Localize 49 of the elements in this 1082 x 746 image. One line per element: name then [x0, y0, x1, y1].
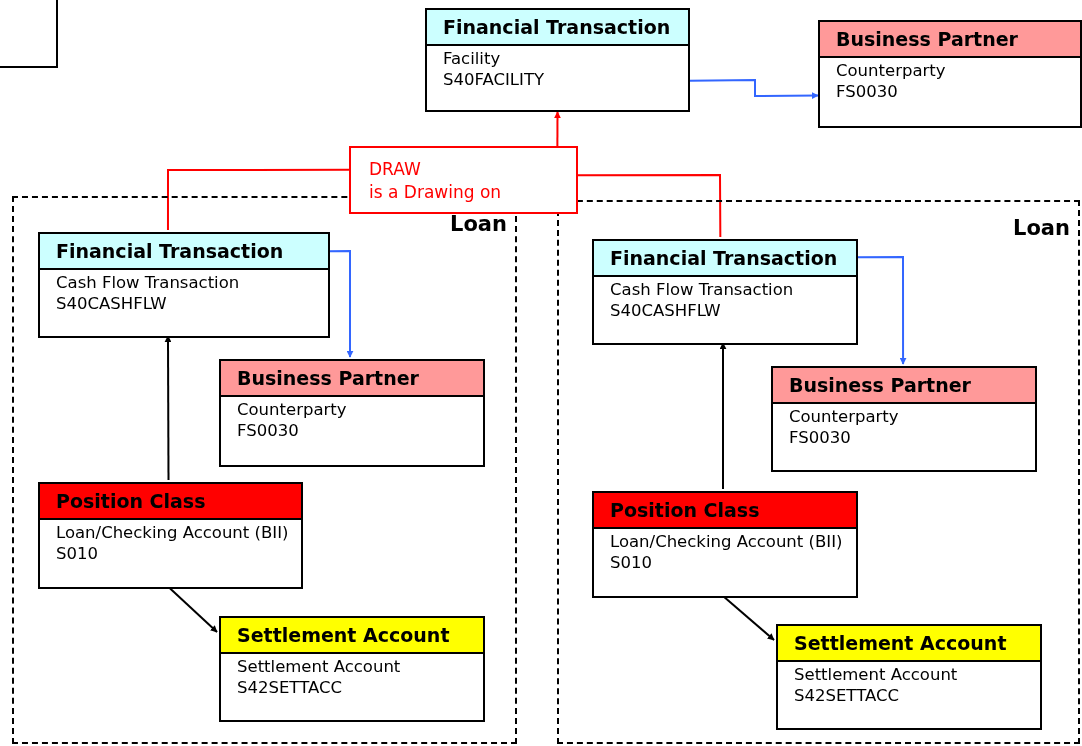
entity-detail: Settlement Account: [237, 656, 402, 678]
dashed-group-frame: [557, 200, 1080, 744]
entity-card: [592, 491, 858, 598]
entity-detail: Loan/Checking Account (BII): [610, 531, 844, 553]
entity-detail: FS0030: [836, 81, 899, 103]
entity-detail: S42SETTACC: [794, 685, 900, 707]
relationship-label: DRAW: [369, 158, 421, 181]
entity-detail: Counterparty: [789, 406, 900, 428]
entity-header: Position Class: [40, 484, 301, 520]
entity-header: Settlement Account: [221, 618, 483, 654]
entity-detail: FS0030: [789, 427, 852, 449]
relationship-box: [349, 146, 578, 214]
entity-card: [38, 232, 330, 338]
entity-detail: Cash Flow Transaction: [56, 272, 241, 294]
entity-card: [592, 239, 858, 345]
entity-detail: Counterparty: [836, 60, 947, 82]
relationship-label: is a Drawing on: [369, 180, 502, 204]
entity-detail: S40FACILITY: [443, 69, 546, 91]
group-title: Loan: [1013, 215, 1070, 242]
entity-detail: S40CASHFLW: [56, 293, 168, 315]
entity-detail: S42SETTACC: [237, 677, 343, 699]
entity-detail: S40CASHFLW: [610, 300, 722, 322]
entity-card: [425, 8, 690, 112]
entity-detail: Counterparty: [237, 399, 348, 421]
entity-card: [776, 624, 1042, 730]
entity-header: Financial Transaction: [594, 241, 856, 277]
group-title: Loan: [450, 211, 507, 238]
entity-header: Financial Transaction: [427, 10, 688, 46]
entity-card: [771, 366, 1037, 472]
entity-header: Settlement Account: [778, 626, 1040, 662]
entity-detail: FS0030: [237, 420, 300, 442]
empty-frame: [0, 0, 58, 68]
entity-header: Business Partner: [221, 361, 483, 397]
connector-arrow: [554, 111, 561, 147]
entity-detail: S010: [610, 552, 653, 574]
entity-detail: Cash Flow Transaction: [610, 279, 795, 301]
entity-detail: S010: [56, 543, 99, 565]
entity-detail: Settlement Account: [794, 664, 959, 686]
entity-header: Business Partner: [773, 368, 1035, 404]
entity-card: [219, 359, 485, 467]
entity-card: [38, 482, 303, 589]
entity-header: Position Class: [594, 493, 856, 529]
entity-header: Financial Transaction: [40, 234, 328, 270]
entity-detail: Facility: [443, 48, 502, 70]
connector-arrow: [689, 79, 819, 100]
entity-header: Business Partner: [820, 22, 1080, 58]
entity-detail: Loan/Checking Account (BII): [56, 522, 290, 544]
entity-card: [818, 20, 1082, 128]
entity-card: [219, 616, 485, 722]
